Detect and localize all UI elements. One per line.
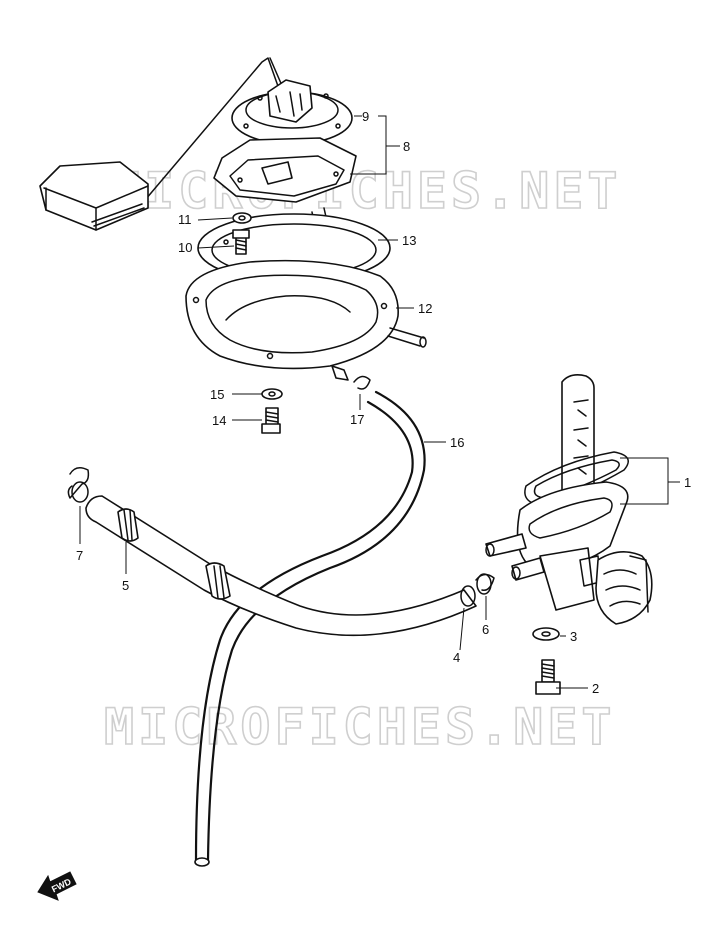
washer-3 <box>532 627 560 641</box>
callout-3: 3 <box>570 629 577 644</box>
callout-2: 2 <box>592 681 599 696</box>
callout-11: 11 <box>178 212 192 227</box>
callout-1: 1 <box>684 475 691 490</box>
fwd-arrow-icon: FWD <box>37 871 77 901</box>
gasket-8 <box>213 137 357 203</box>
callout-16: 16 <box>450 435 464 450</box>
fuel-gauge-sender <box>39 57 353 231</box>
bolt-10 <box>232 229 250 255</box>
bolt-14 <box>261 407 281 434</box>
clip-7 <box>67 467 90 499</box>
callout-14: 14 <box>212 413 226 428</box>
callout-10: 10 <box>178 240 192 255</box>
callout-4: 4 <box>453 650 460 665</box>
callout-9: 9 <box>362 109 369 124</box>
watermark-top: MICROFICHES.NET <box>110 162 622 220</box>
callout-17: 17 <box>350 412 364 427</box>
callout-15: 15 <box>210 387 224 402</box>
callout-12: 12 <box>418 301 432 316</box>
washer-15 <box>261 388 283 400</box>
hose-4 <box>85 495 477 637</box>
callout-7: 7 <box>76 548 83 563</box>
callout-5: 5 <box>122 578 129 593</box>
callout-8: 8 <box>403 139 410 154</box>
callout-6: 6 <box>482 622 489 637</box>
callout-labels: 9 8 11 10 13 12 15 14 17 16 1 3 2 6 4 5 … <box>76 109 691 696</box>
clip-17 <box>353 375 371 390</box>
sleeve-5 <box>117 508 231 600</box>
hose-16 <box>194 390 426 867</box>
bolt-2 <box>535 659 561 695</box>
tank-flange-12 <box>185 259 427 381</box>
watermark-bottom: MICROFICHES.NET <box>104 698 616 756</box>
callout-13: 13 <box>402 233 416 248</box>
leader-lines <box>79 115 680 689</box>
fuel-valve-1 <box>485 374 653 625</box>
washer-11 <box>232 212 252 224</box>
